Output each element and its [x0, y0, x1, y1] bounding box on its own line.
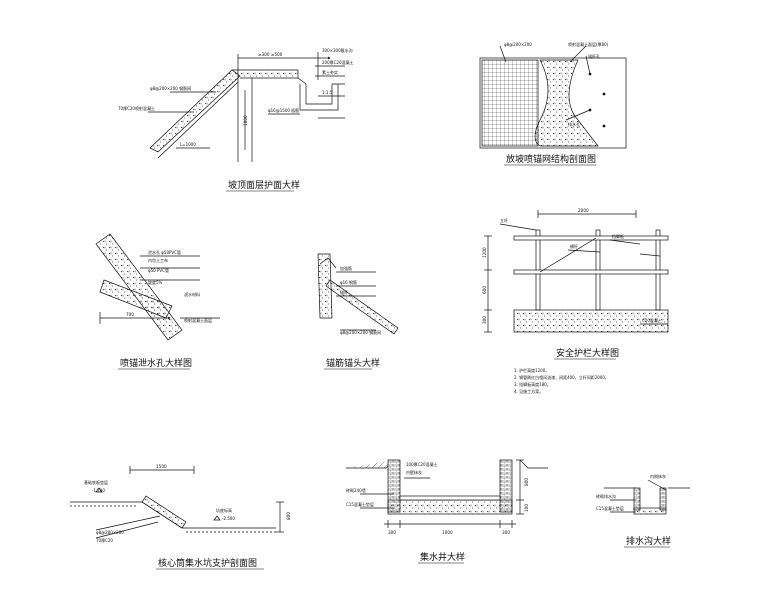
dim-sump-2: 1000 [442, 530, 453, 535]
label-pvc: φ50 PVC管 [148, 267, 169, 273]
label-concrete: 200厚C20混凝土 [322, 59, 354, 65]
title-anchor-head: 锚筋锚头大样 [326, 357, 380, 369]
label-shotcrete: 70厚C20喷射混凝土 [118, 105, 155, 111]
title-sump: 集水井大样 [420, 551, 465, 563]
title-mesh-section: 放坡喷锚网结构剖面图 [506, 153, 596, 165]
dim-railing-2: 600 [482, 286, 487, 294]
title-railing: 安全护栏大样图 [556, 347, 619, 359]
label-reinforcement: 加强筋 [340, 265, 352, 271]
dim-railing-3: 300 [482, 316, 487, 324]
detail-anchor-head [317, 253, 399, 335]
label-soil: 素土夯实 [322, 69, 338, 75]
label-length: L=1000 [180, 142, 196, 147]
dim-pit-top: 1500 [156, 464, 167, 469]
label-slope: 坡度5% [148, 279, 163, 285]
detail-pit-support [70, 466, 284, 539]
dim-sump-base: 100 [524, 504, 529, 512]
pit-support-labels: 1500 800 基础底板垫层 -1.700 φ8@200×200 70厚C20… [84, 464, 291, 570]
title-pit-support: 核心筒集水坑支护剖面图 [158, 557, 257, 569]
anchor-head-labels: 加强筋 φ16 钢筋 锚杆 φ8@200×200 钢筋网 锚筋锚头大样 [324, 265, 381, 370]
label-elev-2: -2.500 [222, 516, 235, 521]
dim-railing-top: 2000 [578, 208, 589, 213]
label-ditch-plaster: 内侧抹灰 [650, 473, 666, 479]
title-ditch: 排水沟大样 [626, 535, 671, 547]
label-toe-board: 挡脚板 [612, 233, 624, 239]
slope-top-labels: ≥300 ≥500 1000 300×300截水沟 200厚C20混凝土 素土夯… [118, 47, 354, 192]
dim-height: 1000 [243, 115, 248, 126]
label-ditch-bedding: C15混凝土垫层 [596, 505, 624, 511]
label-mesh-spacing: φ8@200×200 [504, 42, 532, 47]
detail-sump [346, 459, 548, 528]
railing-note-1: 1. 护栏高度1200。 [514, 367, 549, 373]
label-ratio: 1:1.5 [322, 90, 333, 95]
label-ditch-brick: 砖砌排水沟 [596, 493, 616, 499]
label-sump-brick: 砖砌240墙 [346, 487, 366, 493]
drain-hole-labels: 700 泄水孔 φ50PVC管 内包土工布 φ50 PVC管 坡度5% 滤水材料… [118, 249, 212, 370]
label-sump-bedding: C15混凝土垫层 [346, 501, 374, 507]
detail-slope-top [148, 52, 345, 162]
mesh-section-labels: φ8@200×200 喷射混凝土面层(厚80) 锚杆孔 排水孔 放坡喷锚网结构剖… [504, 41, 609, 166]
detail-ditch [604, 479, 690, 515]
label-anchor-hole: 锚杆孔 [588, 53, 600, 59]
label-surface: 喷射混凝土面层 [184, 317, 212, 323]
label-pit-mesh: φ8@200×200 [96, 530, 124, 535]
title-drain-hole: 喷锚泄水孔大样图 [120, 357, 192, 369]
dim-sump-3: 300 [502, 530, 510, 535]
label-drain-pipe: 泄水孔 φ50PVC管 [148, 249, 181, 255]
label-sump-plaster: 内壁抹灰 [406, 469, 422, 475]
detail-railing [484, 210, 669, 333]
label-anchor: 锚杆 [340, 289, 348, 295]
label-drain-hole: 排水孔 [568, 121, 580, 127]
label-elev-1: -1.700 [92, 488, 105, 493]
detail-drain-hole [95, 233, 220, 341]
railing-note-2: 2. 钢管刷红白相间油漆，间距400，立杆间距2000。 [514, 374, 609, 380]
label-dowel: φ16@1500 插筋 [268, 107, 299, 113]
label-geotextile: 内包土工布 [148, 257, 168, 263]
detail-mesh-section [479, 45, 627, 149]
label-pit-bottom: 坑底标高 [216, 507, 232, 513]
dim-sump-1: 300 [388, 530, 396, 535]
label-base-slab: 基础底板垫层 [84, 479, 108, 485]
railing-labels: 2000 1200 600 300 立杆 横杆 挡脚板 C20混凝土 安全护栏大… [482, 208, 662, 394]
title-slope-top: 坡顶面层护面大样 [228, 179, 300, 191]
dim-top: ≥300 ≥500 [258, 52, 283, 57]
label-rail: 横杆 [570, 243, 578, 249]
label-mesh: φ8@200×200 钢筋网 [150, 85, 191, 91]
label-pit-shotcrete: 70厚C20 [96, 538, 113, 543]
ditch-labels: 内侧抹灰 砖砌排水沟 C15混凝土垫层 排水沟大样 [596, 473, 671, 548]
label-sump-concrete: 100厚C20混凝土 [406, 461, 438, 467]
dim-railing-1: 1200 [482, 247, 487, 258]
label-shotcrete-thickness: 喷射混凝土面层(厚80) [568, 41, 609, 47]
dim-pit-right: 800 [286, 512, 291, 520]
label-filter: 滤水材料 [184, 291, 200, 297]
label-gutter: 300×300截水沟 [322, 47, 353, 53]
railing-note-3: 3. 挡脚板高度180。 [514, 381, 551, 387]
label-base-concrete: C20混凝土 [642, 317, 662, 323]
label-anchor-mesh: φ8@200×200 钢筋网 [340, 329, 381, 335]
dim-drain: 700 [126, 312, 134, 317]
sump-labels: 300 1000 300 800 100 100厚C20混凝土 内壁抹灰 砖砌2… [346, 461, 529, 564]
railing-note-4: 4. 见施工方案。 [514, 388, 543, 394]
dim-sump-depth: 800 [524, 478, 529, 486]
label-rebar: φ16 钢筋 [340, 279, 357, 285]
label-post: 立杆 [500, 217, 508, 223]
